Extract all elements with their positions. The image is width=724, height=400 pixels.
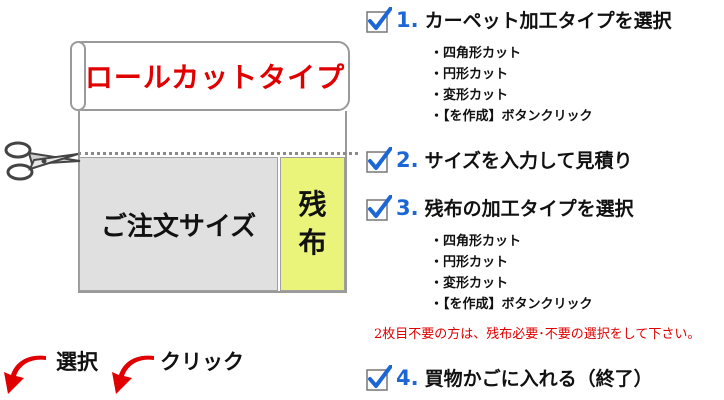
step-1-label: カーペット加工タイプを選択	[424, 10, 672, 32]
order-size-label: ご注文サイズ	[100, 211, 257, 242]
step-1: 1. カーペット加工タイプを選択	[366, 6, 672, 33]
checkmark-icon	[366, 364, 392, 391]
order-size-area: ご注文サイズ	[79, 157, 278, 291]
option-square-cut: ・四角形カット	[430, 46, 522, 61]
step-4-label: 買物かごに入れる（終了）	[424, 368, 653, 390]
step-4-number: 4.	[396, 365, 419, 390]
remnant-area: 残布	[280, 157, 345, 291]
checkmark-icon	[366, 194, 392, 221]
option-circle-cut: ・円形カット	[430, 67, 509, 82]
step-2-number: 2.	[396, 147, 419, 172]
remnant-note: 2枚目不要の方は、残布必要･不要の選択をして下さい。	[374, 327, 701, 342]
carpet-roll	[70, 41, 350, 111]
option-create-button-hint: ・【を作成】ボタンクリック	[430, 109, 593, 124]
remnant-label: 残布	[298, 188, 327, 259]
step-2: 2. サイズを入力して見積り	[366, 146, 632, 173]
hint-click-label: クリック	[160, 350, 244, 374]
option-create-button-hint: ・【を作成】ボタンクリック	[430, 297, 593, 312]
scissors-icon	[4, 141, 81, 181]
step-4: 4. 買物かごに入れる（終了）	[366, 364, 653, 391]
step-1-number: 1.	[396, 7, 419, 32]
step-3-label: 残布の加工タイプを選択	[424, 198, 634, 220]
checkmark-icon	[366, 6, 392, 33]
red-curved-arrow-icon	[112, 355, 154, 394]
step-3-number: 3.	[396, 195, 419, 220]
step-3-options: ・四角形カット ・円形カット ・変形カット ・【を作成】ボタンクリック	[430, 231, 593, 315]
carpet-roll-end	[70, 41, 86, 111]
hint-select-label: 選択	[56, 350, 98, 374]
option-freeform-cut: ・変形カット	[430, 276, 509, 291]
roll-cut-type-title: ロールカットタイプ	[84, 61, 346, 94]
option-freeform-cut: ・変形カット	[430, 88, 509, 103]
checkmark-icon	[366, 146, 392, 173]
red-curved-arrow-icon	[4, 355, 46, 394]
step-1-options: ・四角形カット ・円形カット ・変形カット ・【を作成】ボタンクリック	[430, 43, 593, 127]
cut-line	[78, 152, 358, 155]
option-square-cut: ・四角形カット	[430, 234, 522, 249]
option-circle-cut: ・円形カット	[430, 255, 509, 270]
step-3: 3. 残布の加工タイプを選択	[366, 194, 634, 221]
step-2-label: サイズを入力して見積り	[424, 150, 633, 172]
